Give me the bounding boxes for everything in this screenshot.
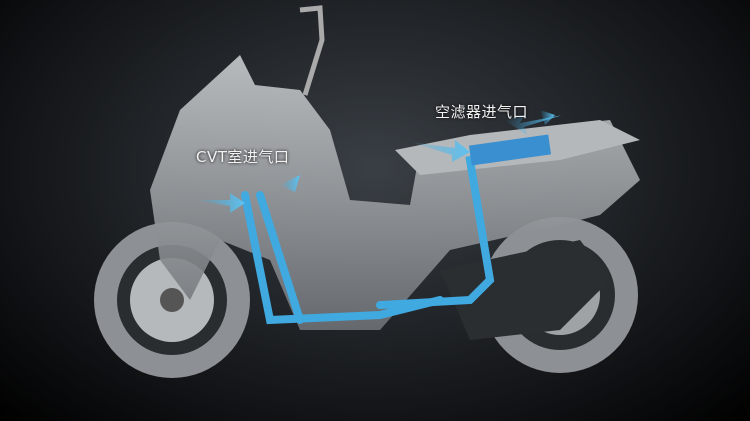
cvt-intake-label: CVT室进气口	[196, 148, 290, 166]
air-filter-duct	[468, 134, 552, 166]
air-filter-intake-label: 空滤器进气口	[435, 103, 529, 121]
scooter-body	[150, 55, 640, 330]
mirror	[299, 5, 325, 96]
airflow-arrows	[195, 110, 562, 213]
engine-cvt-cover	[440, 240, 610, 340]
